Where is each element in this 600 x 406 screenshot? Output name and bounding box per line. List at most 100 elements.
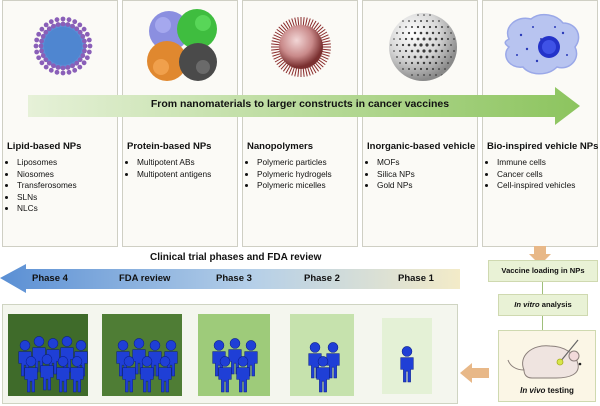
lipid-head	[43, 22, 49, 28]
column-protein: Protein-based NPs Multipotent ABs Multip…	[122, 0, 238, 247]
pore	[422, 25, 426, 29]
pore	[404, 49, 408, 53]
pore	[425, 55, 429, 59]
column-inorganic: Inorganic-based vehicle MOFs Silica NPs …	[362, 0, 478, 247]
lipid-head	[39, 60, 45, 66]
bioinspired-list: Immune cells Cancer cells Cell-inspired …	[487, 157, 575, 192]
pore	[446, 49, 450, 53]
inorganic-title: Inorganic-based vehicle	[367, 141, 476, 152]
list-item: Multipotent ABs	[137, 157, 211, 169]
lipid-head	[77, 29, 83, 35]
lipid-head	[54, 69, 60, 75]
liposome-icon	[33, 16, 93, 76]
lipid-head	[40, 53, 46, 58]
in-vitro-rest: analysis	[539, 300, 572, 309]
pore	[393, 38, 395, 40]
lipid-head	[39, 38, 44, 44]
list-item: Transferosomes	[17, 180, 77, 192]
lipid-head	[82, 48, 87, 54]
pore	[423, 14, 425, 16]
pore	[428, 49, 432, 53]
column-lipid: Lipid-based NPs Liposomes Niosomes Trans…	[2, 0, 118, 247]
lipid-head	[60, 65, 66, 71]
pore	[435, 74, 437, 76]
lipid-head	[80, 34, 86, 39]
lipid-head	[43, 57, 49, 63]
fda-review-label: FDA review	[119, 273, 171, 284]
lipid-head	[46, 60, 52, 66]
lipid-head	[86, 37, 92, 43]
pore	[414, 20, 416, 22]
pore	[422, 49, 426, 53]
lipid-head	[39, 48, 44, 54]
lipid-head	[66, 17, 72, 23]
pore	[402, 20, 404, 22]
list-item: NLCs	[17, 203, 77, 215]
pore	[420, 20, 422, 22]
lipid-head	[46, 26, 52, 32]
pore	[443, 55, 447, 59]
list-item: Silica NPs	[377, 169, 415, 181]
pore	[410, 37, 414, 41]
lipid-head	[51, 63, 56, 69]
pore	[441, 26, 443, 28]
lipid-head	[38, 43, 44, 49]
pore	[396, 32, 398, 34]
pore	[399, 38, 401, 40]
pore	[401, 55, 405, 59]
protein-list: Multipotent ABs Multipotent antigens	[127, 157, 211, 180]
lipid-head	[72, 19, 78, 25]
pore	[401, 43, 405, 47]
pore	[437, 31, 441, 35]
lipid-head	[80, 53, 86, 58]
lipid-head	[72, 67, 78, 73]
pore	[419, 43, 423, 47]
pore	[453, 38, 455, 40]
nanopolymers-title: Nanopolymers	[247, 141, 313, 152]
clinical-title: Clinical trial phases and FDA review	[150, 252, 322, 263]
lipid-head	[65, 22, 71, 27]
lipid-head	[48, 19, 54, 25]
pore	[419, 55, 423, 59]
pore	[410, 25, 414, 29]
pore	[416, 49, 420, 53]
pore	[407, 43, 411, 47]
lipid-head	[55, 65, 61, 70]
pore	[431, 55, 435, 59]
pore	[407, 31, 411, 35]
lipid-head	[84, 31, 90, 37]
pore	[393, 50, 395, 52]
pore	[407, 55, 411, 59]
pore	[450, 44, 452, 46]
pore	[429, 74, 431, 76]
pore	[410, 49, 414, 53]
lipid-head	[70, 63, 75, 69]
lipid-head	[74, 26, 80, 32]
pore	[434, 61, 438, 65]
lipid-head	[66, 69, 72, 75]
pore	[425, 43, 429, 47]
list-item: MOFs	[377, 157, 415, 169]
pore	[431, 67, 435, 71]
pore	[417, 74, 419, 76]
pore	[399, 62, 401, 64]
lipid-head	[70, 23, 75, 29]
pore	[429, 14, 431, 16]
pore	[405, 62, 407, 64]
pore	[440, 61, 444, 65]
lipid-head	[82, 38, 87, 44]
phase-4-label: Phase 4	[32, 273, 68, 284]
cell-icon	[504, 13, 580, 75]
column-bioinspired: Bio-inspired vehicle NPs Immune cells Ca…	[482, 0, 598, 247]
people-panels	[8, 314, 432, 396]
pore	[434, 37, 438, 41]
nanopolymers-list: Polymeric particles Polymeric hydrogels …	[247, 157, 332, 192]
lipid-head	[48, 67, 54, 73]
list-item: Polymeric micelles	[257, 180, 332, 192]
list-item: Immune cells	[497, 157, 575, 169]
lipid-head	[65, 65, 71, 70]
pore	[399, 50, 401, 52]
phase-3-label: Phase 3	[216, 273, 252, 284]
pore	[422, 37, 426, 41]
lipid-head	[60, 21, 66, 27]
